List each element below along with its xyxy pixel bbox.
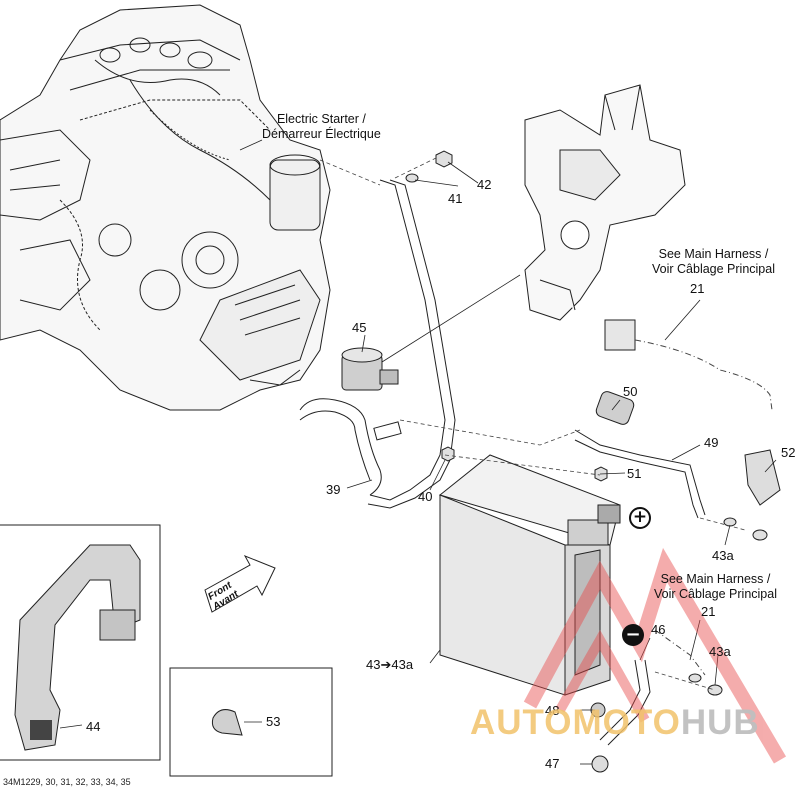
part-number-47: 47 — [545, 756, 560, 771]
part-number-39: 39 — [326, 482, 341, 497]
part-number-51: 51 — [627, 466, 642, 481]
part-number-43a-top: 43a — [712, 548, 734, 563]
engine-illustration — [0, 4, 331, 411]
negative-terminal-symbol: − — [622, 624, 644, 646]
part-number-44: 44 — [86, 719, 101, 734]
frame-bracket — [524, 84, 686, 351]
inset-53 — [169, 667, 333, 777]
positive-cable — [574, 391, 781, 519]
battery — [438, 454, 621, 696]
main-harness-callout-bottom: See Main Harness / Voir Câblage Principa… — [654, 572, 777, 601]
positive-terminal-symbol: + — [629, 507, 651, 529]
part-number-53: 53 — [266, 714, 281, 729]
part-number-52: 52 — [781, 445, 796, 460]
part-number-46: 46 — [651, 622, 666, 637]
front-arrow — [204, 555, 276, 613]
part-number-48: 48 — [545, 703, 560, 718]
main-harness-wire — [634, 339, 773, 676]
figure-id: 34M1229, 30, 31, 32, 33, 34, 35 — [3, 777, 131, 787]
watermark-logo — [523, 547, 787, 764]
part-number-49: 49 — [704, 435, 719, 450]
main-harness-callout-top: See Main Harness / Voir Câblage Principa… — [652, 247, 775, 276]
watermark-text: AUTOMOTOHUB — [470, 705, 760, 740]
assembly-leaders — [319, 157, 746, 691]
part-number-45: 45 — [352, 320, 367, 335]
part-number-40: 40 — [418, 489, 433, 504]
part-number-21-top: 21 — [690, 281, 705, 296]
hardware — [405, 150, 768, 696]
part-number-42: 42 — [477, 177, 492, 192]
part-number-41: 41 — [448, 191, 463, 206]
watermark-part2: HUB — [680, 703, 760, 742]
part-number-21-bottom: 21 — [701, 604, 716, 619]
starter-cable — [299, 179, 456, 509]
watermark-part1: AUTOMOTO — [470, 703, 681, 742]
inset-44 — [0, 524, 161, 761]
callout-leaders — [239, 139, 777, 765]
solenoid — [341, 347, 399, 391]
part-number-43-range: 43➔43a — [366, 657, 414, 672]
part-number-43a-bottom: 43a — [709, 644, 731, 659]
negative-cable — [590, 659, 651, 773]
part-number-50: 50 — [623, 384, 638, 399]
electric-starter-callout: Electric Starter / Démarreur Électrique — [262, 112, 381, 141]
